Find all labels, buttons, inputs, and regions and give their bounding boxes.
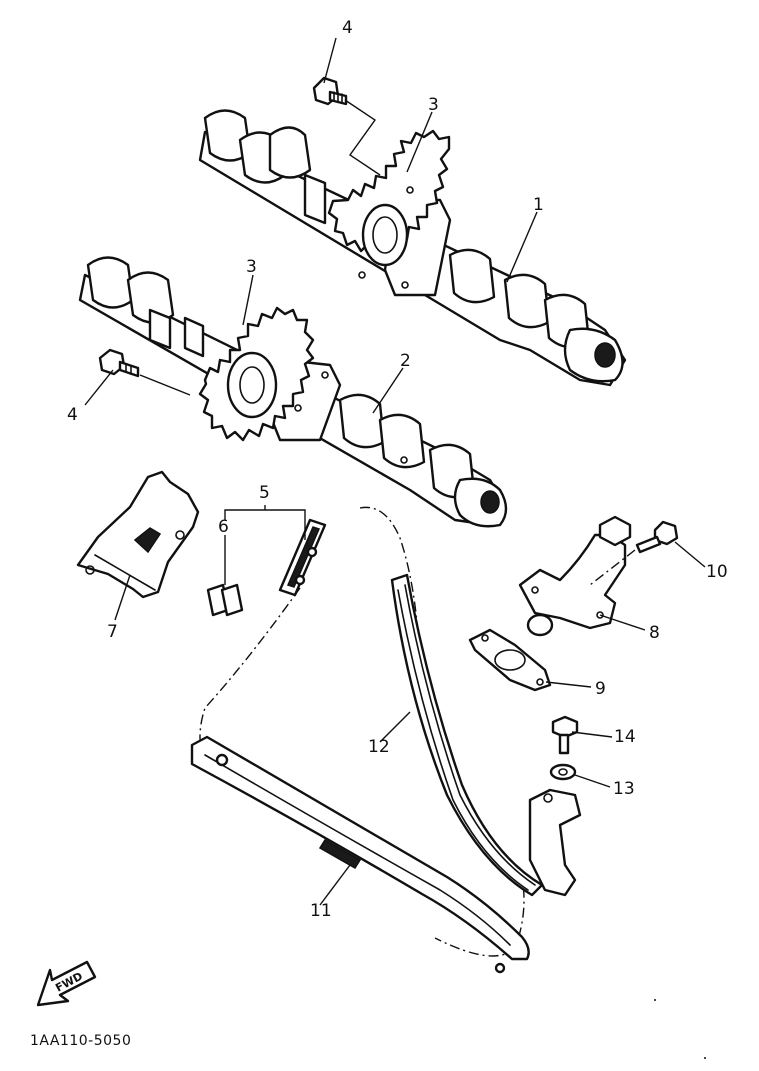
- callout-9: 9: [595, 679, 606, 699]
- sprocket-bolt-lower: [98, 348, 140, 378]
- guide-bracket: [528, 788, 582, 897]
- callout-7: 7: [107, 622, 118, 642]
- callout-6: 6: [218, 517, 229, 537]
- leader-lines: [84, 37, 706, 906]
- callout-4-upper: 4: [342, 18, 353, 38]
- guide-washer: [549, 763, 577, 781]
- guide-bolt: [551, 715, 579, 755]
- chain-tensioner-guide: [190, 735, 530, 974]
- diagram-code: 1AA110-5050: [30, 1033, 131, 1049]
- chain-guide-long: [390, 573, 544, 897]
- callout-4-lower: 4: [67, 405, 78, 425]
- callout-1: 1: [533, 195, 544, 215]
- callout-3-lower: 3: [246, 257, 257, 277]
- callout-3-upper: 3: [428, 95, 439, 115]
- callout-13: 13: [613, 779, 635, 799]
- cam-sprocket-lower: [198, 306, 315, 442]
- tensioner-bolt-line: [589, 549, 636, 586]
- callout-8: 8: [649, 623, 660, 643]
- callout-10: 10: [706, 562, 728, 582]
- tensioner-gasket: [468, 628, 552, 692]
- callout-5: 5: [259, 483, 270, 503]
- callout-12: 12: [368, 737, 390, 757]
- camshaft-upper: [198, 109, 627, 387]
- chain-tensioner: [518, 515, 632, 637]
- cam-chain-link: [278, 518, 327, 597]
- sprocket-bolt-upper: [312, 76, 348, 106]
- callout-14: 14: [614, 727, 636, 747]
- cam-chain-path: [199, 506, 525, 957]
- joint-link-pins: [206, 583, 244, 617]
- callout-11: 11: [310, 901, 332, 921]
- cam-sprocket-upper: [327, 129, 451, 279]
- callout-2: 2: [400, 351, 411, 371]
- tensioner-bolt: [635, 520, 679, 554]
- chain-guide-upper: [76, 470, 200, 599]
- fwd-arrow-icon: FWD: [36, 960, 97, 1007]
